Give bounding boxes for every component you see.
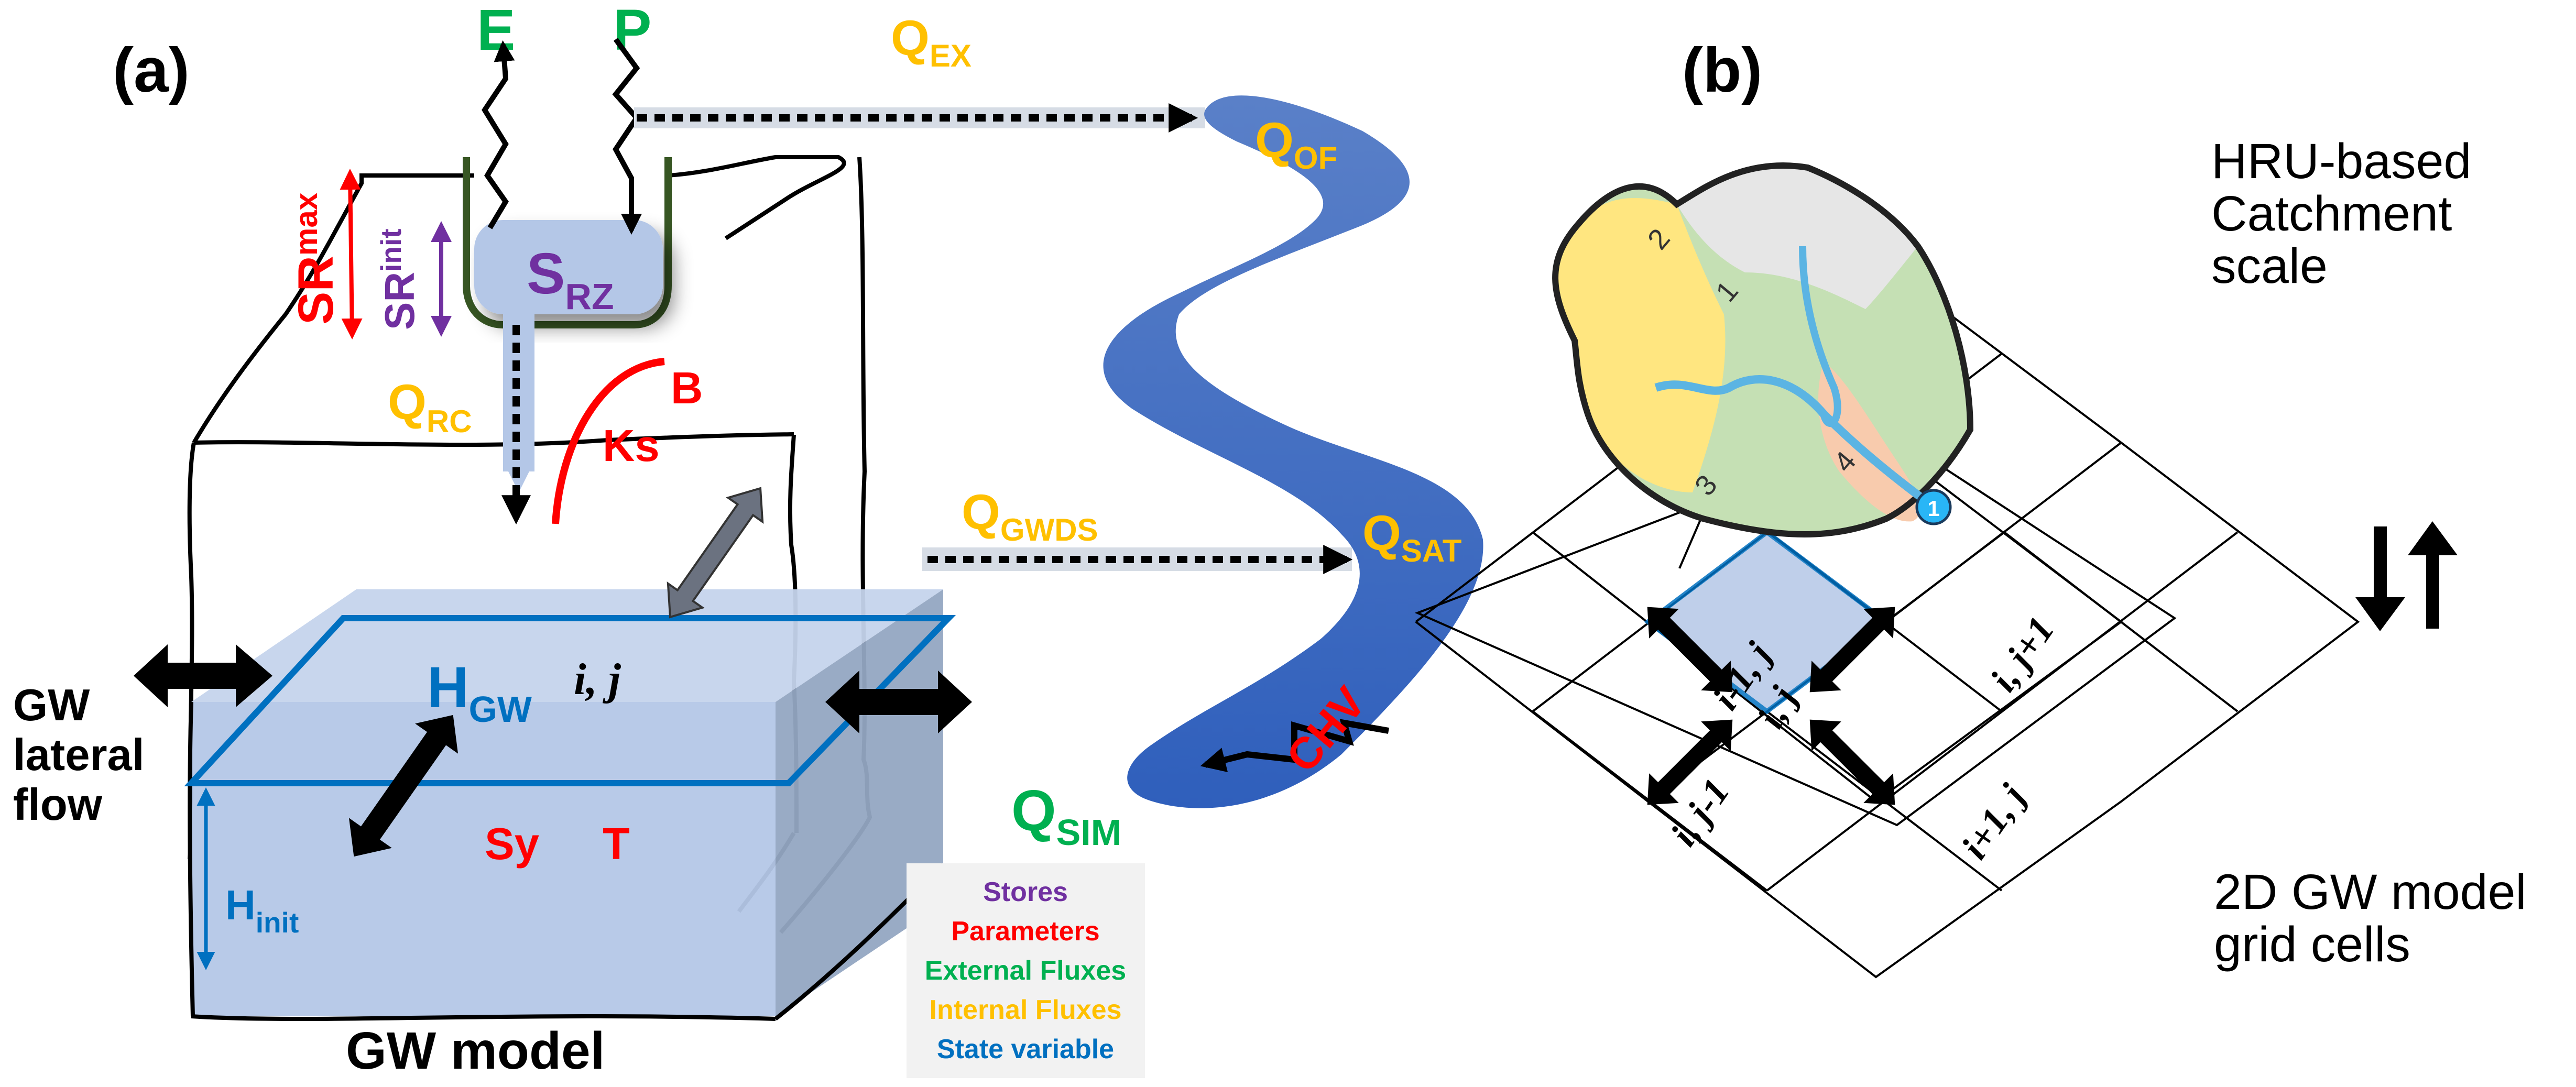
outlet-number: 1 — [1927, 496, 1939, 521]
ks-curve — [552, 358, 665, 524]
cell-bottom-right-label: i+1, j — [1953, 776, 2034, 866]
legend-state-variable: State variable — [937, 1034, 1114, 1064]
store-srz: SRZ — [527, 241, 614, 317]
legend-parameters: Parameters — [951, 916, 1099, 947]
param-sy-label: Sy — [485, 819, 539, 869]
lateral-flow-arrow-left — [134, 644, 272, 707]
srmax-arrow — [340, 169, 363, 339]
catchment-caption-line1: HRU-based — [2211, 134, 2471, 189]
exchange-double-arrow — [667, 487, 764, 619]
outlet-marker — [1915, 489, 1952, 525]
legend-internal-fluxes: Internal Fluxes — [930, 995, 1122, 1025]
flux-qex-label: QEX — [891, 10, 972, 73]
store-srinit-label: SRinit — [375, 228, 423, 330]
grid-arrow-top-left — [1647, 607, 1733, 693]
river-channel — [1103, 95, 1483, 808]
catchment-caption-line3: scale — [2211, 238, 2328, 294]
flux-qrc-label: QRC — [388, 375, 472, 439]
param-ks-label: Ks — [603, 421, 660, 471]
lateral-flow-line2: lateral — [13, 730, 144, 780]
legend-external-fluxes: External Fluxes — [925, 956, 1126, 986]
flux-qgwds-label: QGWDS — [962, 485, 1098, 547]
precipitation-arrow — [612, 38, 642, 235]
grid-caption-line2: grid cells — [2214, 917, 2410, 972]
catchment-caption-line2: Catchment — [2211, 186, 2452, 241]
catchment-map — [1552, 162, 1974, 537]
legend: Stores Parameters External Fluxes Intern… — [907, 863, 1145, 1078]
state-hgw-label: HGW — [427, 655, 532, 730]
vertical-flow-arrow — [348, 715, 459, 857]
cell-top-right-label: i, j+1 — [1982, 609, 2062, 699]
param-b-label: B — [671, 364, 703, 413]
flux-qsim-label: QSIM — [1011, 778, 1121, 853]
lateral-flow-arrow-right — [825, 671, 972, 733]
water-table-plane — [184, 615, 956, 786]
lateral-flow-line1: GW — [13, 680, 90, 730]
grid-arrow-bottom-left — [1647, 719, 1733, 805]
lateral-flow-line3: flow — [13, 780, 103, 830]
gw-aquifer-box — [188, 589, 945, 1021]
flux-precipitation-label: P — [613, 0, 651, 62]
panel-a-label: (a) — [113, 35, 190, 105]
gw-model-title: GW model — [346, 1022, 605, 1080]
flux-qof-label: QOF — [1255, 113, 1337, 175]
grid-arrow-top-right — [1809, 607, 1895, 693]
qgwds-arrow-band — [922, 547, 1352, 571]
param-srmax-label: SRmax — [288, 193, 344, 325]
evaporation-arrow — [482, 40, 515, 229]
channel-routing-arrow — [1200, 719, 1390, 772]
scale-coupling-arrows — [2355, 521, 2458, 631]
state-hinit-label: Hinit — [225, 882, 299, 939]
cell-index-label: i, j — [574, 655, 621, 704]
grid-caption-line1: 2D GW model — [2214, 864, 2527, 920]
flux-qsat-label: QSAT — [1362, 506, 1461, 568]
root-zone-bucket — [463, 157, 672, 492]
flux-evaporation-label: E — [477, 0, 515, 62]
grid-arrow-bottom-right — [1809, 719, 1895, 805]
panel-b-label: (b) — [1682, 35, 1762, 105]
param-t-label: T — [603, 819, 630, 869]
legend-stores: Stores — [983, 877, 1068, 907]
